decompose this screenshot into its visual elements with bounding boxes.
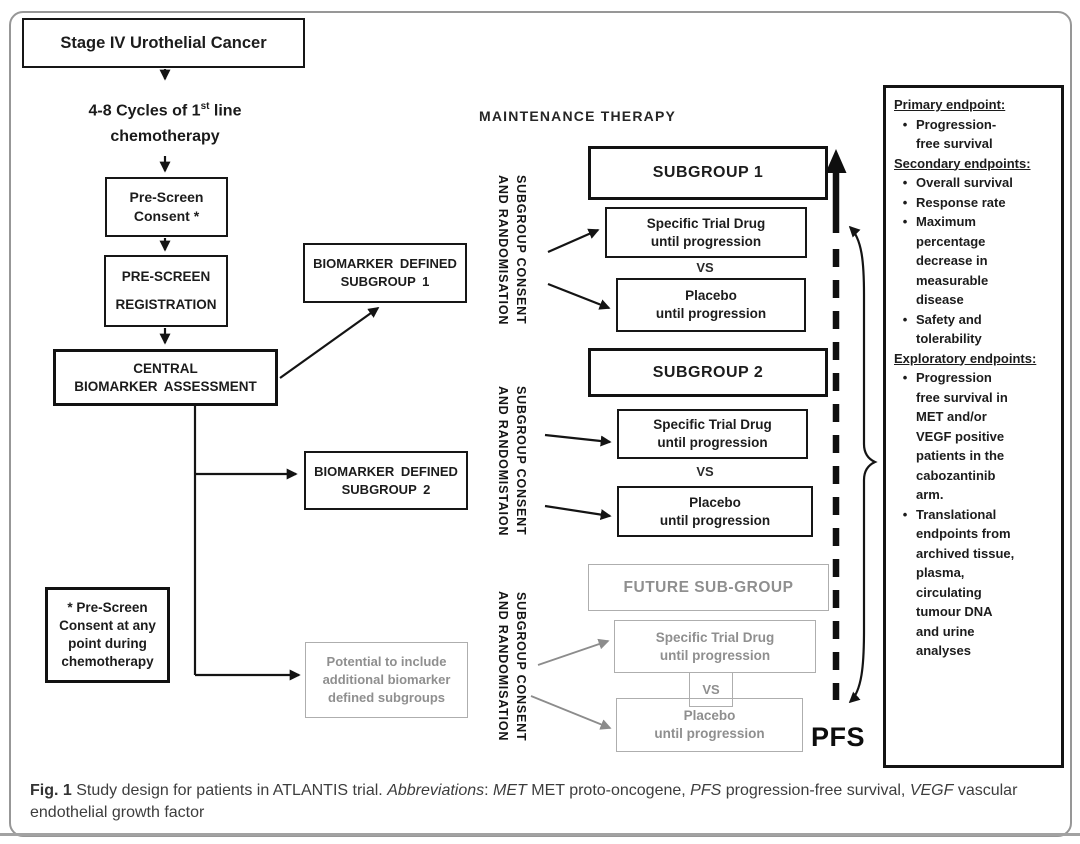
caption-pfs: PFS [690,782,722,799]
randomisation-label-3: SUBGROUP CONSENT AND RANDOMISATION [496,591,528,742]
endpoint-item: • Maximum percentage decrease in measura… [894,212,1055,310]
endpoint-heading-primary: Primary endpoint: [894,97,1006,112]
endpoints-panel: Primary endpoint: • Progression-free sur… [883,85,1064,768]
trial-drug-label-3: Specific Trial Drug until progression [655,629,775,663]
caption-pfs-text: progression-free survival, [721,782,910,799]
caption-met-text: MET proto-oncogene, [526,782,691,799]
cycles-sup: st [200,101,210,112]
stage-iv-label: Stage IV Urothelial Cancer [60,33,267,52]
central-biomarker-label: CENTRAL BIOMARKER ASSESSMENT [74,360,257,394]
future-subgroup-box: FUTURE SUB-GROUP [588,564,829,611]
bullet-icon: • [902,116,908,132]
bullet-icon: • [902,311,908,327]
caption-vegf-text: vascular endothelial growth factor [30,782,1018,821]
cycles-line2: chemotherapy [110,128,220,146]
placebo-box-1: Placebo until progression [616,278,806,332]
randomisation-label-2: SUBGROUP CONSENT AND RANDOMISTAION [496,385,528,537]
bullet-icon: • [902,506,908,522]
endpoint-heading-exploratory: Exploratory endpoints: [894,350,1037,366]
bullet-icon: • [902,175,908,190]
caption-colon: : [484,782,494,799]
caption-abbrev: Abbreviations [387,782,485,799]
vs-label-2: VS [696,464,714,479]
trial-drug-label-1: Specific Trial Drug until progression [646,215,766,249]
trial-drug-label-2: Specific Trial Drug until progression [653,417,772,450]
bullet-icon: • [902,370,908,385]
subgroup2-label: SUBGROUP 2 [652,363,764,381]
bullet-icon: • [902,194,908,210]
maintenance-header: MAINTENANCE THERAPY [479,108,677,124]
endpoint-item: • Progression free survival in MET and/o… [894,368,1055,505]
pfs-label: PFS [811,722,866,752]
endpoint-item: • Response rate [894,193,1055,213]
endpoint-item: • Progression-free survival [894,115,1055,154]
future-subgroup-label: FUTURE SUB-GROUP [623,578,794,596]
stage-iv-box: Stage IV Urothelial Cancer [22,18,305,68]
central-biomarker-box: CENTRAL BIOMARKER ASSESSMENT [53,349,278,406]
vs-label-1: VS [696,260,714,275]
randomisation-label-1: SUBGROUP CONSENT AND RANDOMISATION [496,174,528,326]
endpoint-heading-secondary: Secondary endpoints: [894,155,1031,171]
trial-drug-box-2: Specific Trial Drug until progression [617,409,808,459]
bottom-rule [0,833,1080,836]
placebo-box-2: Placebo until progression [617,486,813,537]
prescreen-registration-box: PRE-SCREEN REGISTRATION [104,255,228,327]
placebo-label-2: Placebo until progression [659,494,771,528]
endpoint-item: • Safety and tolerability [894,310,1055,349]
caption-text: Study design for patients in ATLANTIS tr… [71,782,388,799]
potential-subgroups-label: Potential to include additional biomarke… [322,654,451,705]
cycles-label: 4-8 Cycles of 1st line chemotherapy [55,94,275,150]
subgroup1-box: SUBGROUP 1 [588,146,828,200]
biomarker-subgroup2-box: BIOMARKER DEFINED SUBGROUP 2 [304,451,468,510]
caption-fig-label: Fig. 1 [30,782,72,799]
placebo-label-1: Placebo until progression [655,288,767,321]
subgroup1-label: SUBGROUP 1 [652,164,764,181]
caption-vegf: VEGF [909,782,954,799]
trial-drug-box-1: Specific Trial Drug until progression [605,207,807,258]
endpoint-item: • Overall survival [894,173,1055,193]
cycles-text2: line [209,102,242,120]
biomarker-subgroup1-label: BIOMARKER DEFINED SUBGROUP 1 [313,256,457,289]
potential-subgroups-box: Potential to include additional biomarke… [305,642,468,718]
prescreen-note-box: * Pre-Screen Consent at any point during… [45,587,170,683]
placebo-label-3: Placebo until progression [654,708,765,741]
biomarker-subgroup2-label: BIOMARKER DEFINED SUBGROUP 2 [314,463,458,497]
subgroup2-box: SUBGROUP 2 [588,348,828,397]
trial-drug-box-3: Specific Trial Drug until progression [614,620,816,673]
cycles-text: 4-8 Cycles of 1 [88,102,201,120]
biomarker-subgroup1-box: BIOMARKER DEFINED SUBGROUP 1 [303,243,467,303]
vs-label-3: VS [702,682,720,697]
figure-caption: Fig. 1 Study design for patients in ATLA… [30,780,1048,824]
vs-box-3: VS [689,672,733,707]
prescreen-consent-box: Pre-Screen Consent * [105,177,228,237]
figure-border [9,11,1072,837]
placebo-box-3: Placebo until progression [616,698,803,752]
prescreen-consent-label: Pre-Screen Consent * [129,189,204,224]
bullet-icon: • [902,214,908,229]
prescreen-note-label: * Pre-Screen Consent at any point during… [59,600,156,669]
endpoint-item: • Translational endpoints from archived … [894,505,1055,661]
prescreen-registration-label: PRE-SCREEN REGISTRATION [115,269,217,312]
caption-met: MET [493,782,527,799]
